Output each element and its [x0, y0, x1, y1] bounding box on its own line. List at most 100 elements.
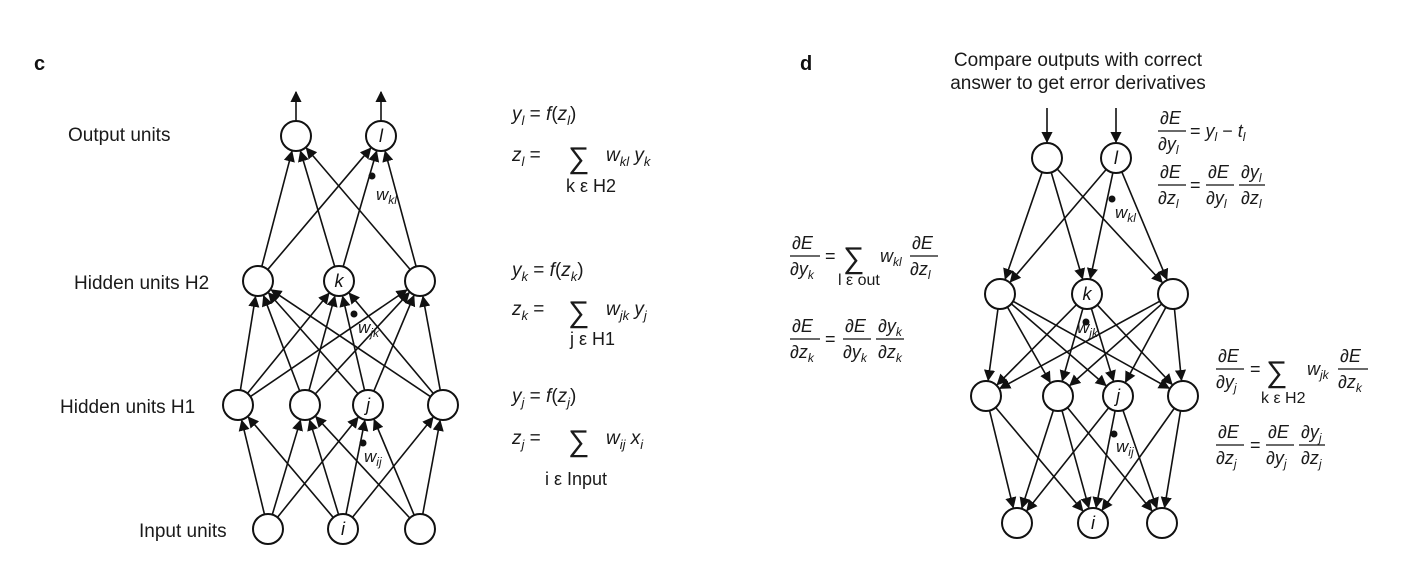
- c-edge-h1-h2: [267, 292, 359, 395]
- d-weight-kl-label: wkl: [1115, 203, 1136, 225]
- svg-text:=: =: [1190, 175, 1201, 195]
- svg-text:∂yj: ∂yj: [1216, 372, 1237, 395]
- c-edge-h1-h2: [246, 292, 330, 394]
- input-units-label: Input units: [139, 521, 227, 542]
- output-units-label: Output units: [68, 125, 170, 146]
- d-edge-h2-h1: [1059, 308, 1084, 382]
- d-in-node-2: [1146, 507, 1178, 539]
- d-h1-node-2: [1102, 380, 1134, 412]
- svg-text:wij xi: wij xi: [606, 428, 644, 452]
- d-edge-out-h2: [1056, 168, 1163, 284]
- svg-text:l ε out: l ε out: [838, 272, 880, 289]
- d-h2-node-0: [984, 278, 1016, 310]
- panel-c-edges: [238, 90, 444, 519]
- svg-text:∂E: ∂E: [1160, 162, 1182, 182]
- d-edge-h2-h1: [983, 308, 999, 382]
- weight-ij-label: wij: [364, 447, 382, 469]
- svg-text:=: =: [825, 246, 836, 266]
- svg-text:∂zl: ∂zl: [1158, 188, 1179, 211]
- hidden-h2-label: Hidden units H2: [74, 273, 209, 294]
- d-h2-node-label-k: k: [1083, 284, 1093, 304]
- d-in-node-0: [1001, 507, 1033, 539]
- d-edge-out-h2: [1050, 172, 1086, 280]
- svg-text:wjk: wjk: [1307, 359, 1330, 382]
- svg-text:∂E: ∂E: [845, 316, 867, 336]
- c-edge-h1-h2: [308, 295, 338, 391]
- d-in-node-1: [1077, 507, 1109, 539]
- equations-output-layer: yl = f(zl) zl = ∑ wkl yk k ε H2: [510, 104, 652, 196]
- svg-text:∂zk: ∂zk: [1338, 372, 1363, 395]
- d-edge-out-h2: [1003, 171, 1043, 280]
- svg-text:=: =: [1250, 359, 1261, 379]
- svg-text:∂yj: ∂yj: [1301, 422, 1322, 445]
- svg-text:∑: ∑: [843, 242, 864, 275]
- d-edge-h1-in: [1019, 410, 1055, 509]
- d-edge-h2-h1: [1096, 304, 1173, 386]
- d-equations-h2: ∂E ∂yk = ∑ wkl ∂E ∂zl l ε out ∂E ∂zk = ∂…: [790, 233, 938, 365]
- c-in-node-1: [327, 513, 359, 545]
- hidden-h1-label: Hidden units H1: [60, 397, 195, 418]
- c-edge-in-h1: [421, 419, 444, 515]
- weight-kl-label: wkl: [376, 185, 397, 207]
- d-edge-h1-in: [1092, 410, 1116, 509]
- c-h1-node-2: [352, 389, 384, 421]
- c-edge-in-h1: [351, 416, 434, 518]
- c-edge-in-h1: [238, 419, 266, 515]
- c-out-node-label-l: l: [379, 126, 384, 146]
- svg-text:∂E: ∂E: [1268, 422, 1290, 442]
- svg-text:∑: ∑: [1266, 356, 1287, 389]
- d-weight-jk-dot: [1082, 318, 1090, 326]
- d-edge-out-h2: [1086, 172, 1114, 280]
- d-h1-node-1: [1042, 380, 1074, 412]
- c-edge-h2-out: [261, 150, 295, 267]
- c-h1-node-label-j: j: [363, 395, 371, 415]
- d-out-node-1: [1100, 142, 1132, 174]
- svg-text:= yl − tl: = yl − tl: [1190, 121, 1246, 144]
- c-edge-h2-out: [342, 150, 380, 267]
- c-edge-in-h1: [276, 416, 359, 518]
- d-edge-h2-h1: [1124, 306, 1167, 383]
- weight-ij-dot: [359, 439, 367, 447]
- c-edge-h1-h2: [314, 291, 410, 395]
- d-edge-h1-in: [1122, 409, 1159, 509]
- panel-d-letter: d: [800, 53, 812, 75]
- svg-text:∂E: ∂E: [1218, 422, 1240, 442]
- d-edge-h1-in: [995, 406, 1084, 512]
- d-edge-h1-in: [1061, 410, 1092, 509]
- svg-text:wjk yj: wjk yj: [606, 299, 648, 323]
- svg-text:zk =: zk =: [511, 299, 544, 323]
- c-edge-in-h1: [307, 419, 340, 515]
- c-edge-in-h1: [315, 415, 411, 519]
- d-equations-h1: ∂E ∂yj = ∑ wjk ∂E ∂zk k ε H2 ∂E ∂zj = ∂E…: [1216, 346, 1368, 471]
- svg-text:k ε H2: k ε H2: [566, 176, 616, 196]
- c-h2-node-0: [242, 265, 274, 297]
- d-out-node-0: [1031, 142, 1063, 174]
- d-edge-h1-in: [1026, 407, 1110, 512]
- c-edge-h2-out: [298, 150, 336, 267]
- svg-text:∑: ∑: [568, 142, 589, 175]
- svg-text:∂E: ∂E: [792, 316, 814, 336]
- d-edge-h2-h1: [1173, 308, 1187, 382]
- c-in-node-0: [252, 513, 284, 545]
- d-h1-node-0: [970, 380, 1002, 412]
- svg-text:∑: ∑: [568, 296, 589, 329]
- panel-d-edges: [983, 108, 1187, 512]
- c-edge-in-h1: [345, 419, 369, 515]
- svg-text:∂zj: ∂zj: [1216, 448, 1237, 471]
- svg-text:∂zk: ∂zk: [790, 342, 815, 365]
- d-h2-node-2: [1157, 278, 1189, 310]
- svg-text:zl =: zl =: [511, 145, 541, 169]
- svg-text:∂zl: ∂zl: [1241, 188, 1262, 211]
- d-edge-h2-h1: [1006, 306, 1051, 384]
- svg-text:zj =: zj =: [511, 428, 541, 452]
- c-edge-h1-h2: [270, 289, 431, 398]
- c-edge-h1-h2: [262, 294, 301, 392]
- c-edge-h1-h2: [419, 295, 442, 391]
- c-edge-in-h1: [372, 418, 415, 516]
- svg-text:yl = f(zl): yl = f(zl): [510, 104, 576, 128]
- weight-jk-label: wjk: [358, 318, 380, 340]
- d-edge-h1-in: [988, 410, 1017, 509]
- c-edge-h1-h2: [373, 294, 416, 392]
